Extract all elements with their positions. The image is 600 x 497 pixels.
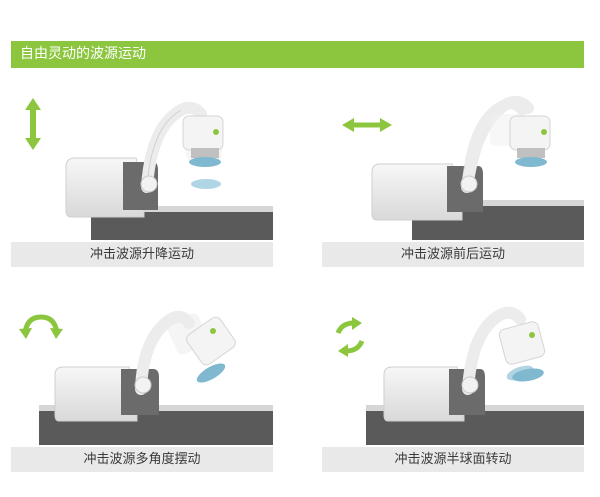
vertical-arrow-icon — [25, 98, 41, 150]
horizontal-arrow-icon — [342, 118, 392, 132]
device-illustration — [371, 95, 584, 240]
device-illustration — [39, 310, 273, 445]
panel-vertical-motion: 冲击波源升降运动 — [11, 92, 273, 267]
section-title: 自由灵动的波源运动 — [20, 46, 146, 62]
panel-swing-motion: 冲击波源多角度摆动 — [11, 297, 273, 472]
panel-horizontal-motion: 冲击波源前后运动 — [322, 92, 584, 267]
panel-rotation-motion: 冲击波源半球面转动 — [322, 297, 584, 472]
rotation-arrows-icon — [335, 317, 365, 357]
panel-caption: 冲击波源升降运动 — [11, 242, 273, 267]
panel-caption: 冲击波源前后运动 — [322, 242, 584, 267]
device-illustration — [366, 306, 584, 445]
section-header: 自由灵动的波源运动 — [11, 41, 584, 68]
device-illustration — [65, 101, 273, 240]
curved-arrow-icon — [19, 314, 63, 339]
panel-caption: 冲击波源半球面转动 — [322, 447, 584, 472]
panel-caption: 冲击波源多角度摆动 — [11, 447, 273, 472]
